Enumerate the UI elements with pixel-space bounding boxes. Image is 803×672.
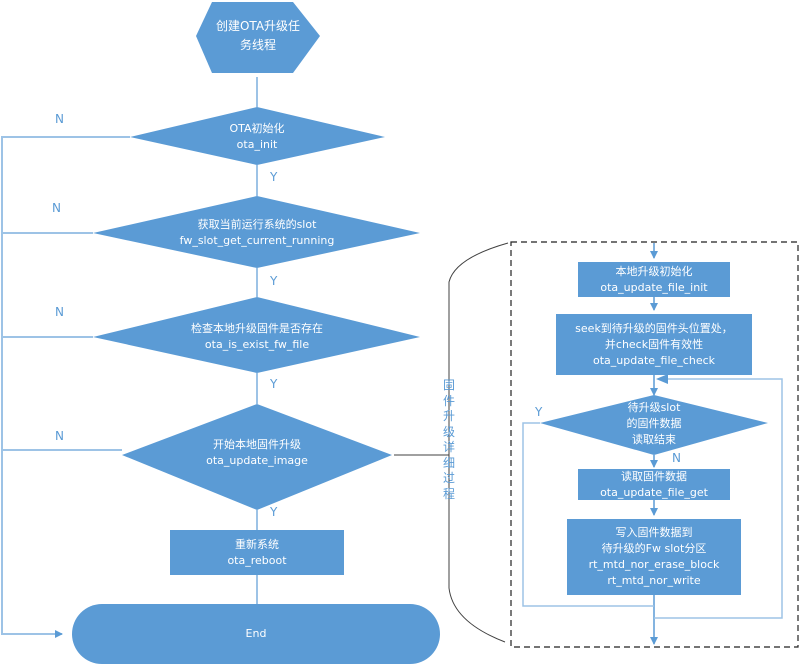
loop-connectors (522, 378, 783, 619)
no-label-4: N (55, 429, 64, 443)
main-connectors (1, 77, 258, 638)
decision-get-slot (93, 196, 420, 268)
read-done-line3: 读取结束 (632, 433, 676, 446)
exist-fw-line2: ota_is_exist_fw_file (204, 338, 310, 351)
reboot-line2: ota_reboot (227, 554, 287, 567)
start-node: 创建OTA升级任 务线程 (196, 16, 320, 56)
no-label-loop: N (672, 451, 681, 465)
start-line1: 创建OTA升级任 (215, 19, 301, 33)
process-file-init (578, 262, 730, 297)
decision-exist-fw (93, 297, 420, 373)
yes-label-loop: Y (535, 405, 543, 419)
detail-frame (510, 241, 799, 648)
exist-fw-line1: 检查本地升级固件是否存在 (191, 322, 323, 335)
yes-label-4: Y (270, 505, 278, 519)
write-node: 写入固件数据到 待升级的Fw slot分区 rt_mtd_nor_erase_b… (567, 522, 741, 592)
no-label-2: N (52, 201, 61, 215)
get-slot-node: 获取当前运行系统的slot fw_slot_get_current_runnin… (107, 216, 407, 250)
decision-read-done (540, 395, 768, 455)
decision-ota-init (130, 107, 385, 165)
terminator-end (72, 604, 440, 664)
no-label-3: N (55, 305, 64, 319)
file-get-line2: ota_update_file_get (600, 485, 708, 499)
get-slot-line1: 获取当前运行系统的slot (197, 218, 317, 231)
ota-init-line2: ota_init (236, 138, 278, 151)
detail-brace (448, 242, 509, 643)
start-line2: 务线程 (239, 38, 276, 52)
file-check-line3: ota_update_file_check (593, 353, 715, 367)
write-line1: 写入固件数据到 (615, 526, 693, 539)
yes-label-3: Y (270, 377, 278, 391)
update-image-node: 开始本地固件升级 ota_update_image (157, 436, 357, 470)
file-init-line1: 本地升级初始化 (615, 265, 693, 278)
write-line2: 待升级的Fw slot分区 (601, 542, 707, 555)
process-reboot (170, 530, 344, 575)
file-init-node: 本地升级初始化 ota_update_file_init (578, 263, 730, 297)
process-file-check (556, 314, 752, 375)
no-label-1: N (55, 112, 64, 126)
update-image-line1: 开始本地固件升级 (213, 438, 301, 451)
file-check-node: seek到待升级的固件头位置处， 并check固件有效性 ota_update_… (556, 315, 752, 374)
ota-init-line1: OTA初始化 (229, 122, 285, 135)
update-image-line2: ota_update_image (206, 454, 308, 467)
process-file-get (578, 469, 730, 500)
file-get-line1: 读取固件数据 (621, 469, 687, 483)
get-slot-line2: fw_slot_get_current_running (179, 234, 335, 247)
exist-fw-node: 检查本地升级固件是否存在 ota_is_exist_fw_file (107, 320, 407, 354)
end-node: End (72, 604, 440, 664)
file-get-node: 读取固件数据 ota_update_file_get (578, 469, 730, 500)
read-done-node: 待升级slot 的固件数据 读取结束 (590, 398, 718, 450)
write-line4: rt_mtd_nor_write (607, 574, 701, 587)
end-label: End (245, 627, 267, 640)
yes-label-1: Y (270, 170, 278, 184)
file-check-line1: seek到待升级的固件头位置处， (575, 321, 733, 335)
read-done-line1: 待升级slot (627, 401, 681, 414)
ota-init-node: OTA初始化 ota_init (157, 120, 357, 154)
start-hexagon (196, 2, 320, 73)
process-write (567, 519, 741, 595)
decision-update-image (122, 404, 392, 510)
detail-process-label: 固件升级详细过程 (442, 378, 455, 501)
file-init-line2: ota_update_file_init (600, 281, 708, 294)
reboot-line1: 重新系统 (235, 538, 279, 551)
file-check-line2: 并check固件有效性 (604, 337, 704, 351)
read-done-line2: 的固件数据 (626, 417, 682, 430)
write-line3: rt_mtd_nor_erase_block (588, 558, 720, 571)
reboot-node: 重新系统 ota_reboot (170, 536, 344, 570)
yes-label-2: Y (270, 274, 278, 288)
loop-arrowhead (656, 374, 668, 384)
